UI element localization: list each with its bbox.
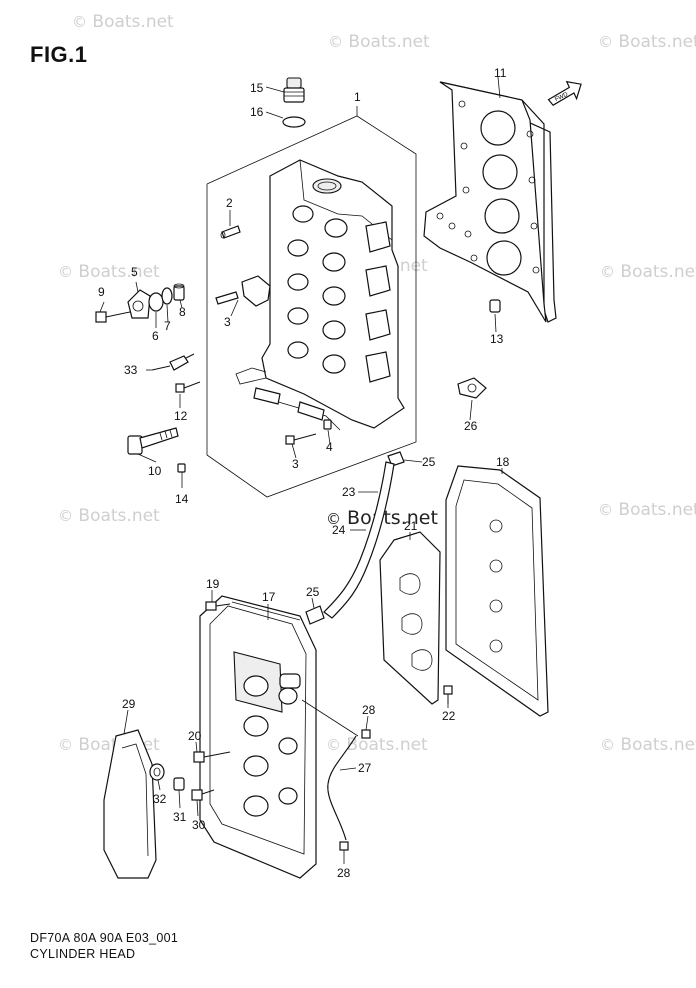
callout-33: 33 xyxy=(124,363,138,377)
bolt-12 xyxy=(175,381,201,393)
callout-20: 20 xyxy=(188,729,202,743)
diagram-title: CYLINDER HEAD xyxy=(30,947,136,961)
figure-label: FIG.1 xyxy=(30,42,88,67)
callout-6: 6 xyxy=(152,329,159,343)
thermostat-6 xyxy=(148,292,164,312)
callout-5: 5 xyxy=(131,265,138,279)
bolt-9 xyxy=(95,311,131,323)
callout-4: 4 xyxy=(326,440,333,454)
callout-15: 15 xyxy=(250,81,264,95)
callout-8: 8 xyxy=(179,305,186,319)
callout-28: 28 xyxy=(337,866,351,880)
assembly-box xyxy=(206,106,417,498)
watermark: © Boats.net xyxy=(598,500,696,520)
cover-gasket-18 xyxy=(445,465,549,717)
cylinder-head xyxy=(235,159,405,431)
plug-15 xyxy=(283,77,305,103)
callout-32: 32 xyxy=(153,792,167,806)
callout-9: 9 xyxy=(98,285,105,299)
forward-arrow-icon: FWD xyxy=(547,80,582,106)
diagram-code: DF70A 80A 90A E03_001 xyxy=(30,931,179,945)
callout-numbers: 1 2 3 3 4 5 6 7 8 9 10 11 12 13 14 15 16… xyxy=(98,66,510,880)
watermark: © Boats.net xyxy=(58,262,160,282)
collar-31 xyxy=(173,777,185,791)
callout-16: 16 xyxy=(250,105,264,119)
watermark: © Boats.net xyxy=(72,12,174,32)
side-cover-29 xyxy=(103,729,157,879)
bolt-3b xyxy=(285,433,317,445)
callout-30: 30 xyxy=(192,818,206,832)
callout-17: 17 xyxy=(262,590,276,604)
callout-21: 21 xyxy=(404,519,418,533)
bolt-19 xyxy=(205,601,231,611)
watermark: © Boats.net xyxy=(58,506,160,526)
watermark: © Boats.net xyxy=(326,735,428,755)
hose-23 xyxy=(323,461,395,619)
thermostat-cover-5 xyxy=(127,289,151,319)
callout-19: 19 xyxy=(206,577,220,591)
leader-lines xyxy=(99,76,503,864)
callout-10: 10 xyxy=(148,464,162,478)
callout-7: 7 xyxy=(164,319,171,333)
grommet-32 xyxy=(149,763,165,781)
hose-clip-26 xyxy=(457,377,487,399)
watermark: © Boats.net xyxy=(600,262,696,282)
head-cover-17 xyxy=(199,595,317,879)
watermark: © Boats.net xyxy=(328,32,430,52)
callout-22: 22 xyxy=(442,709,456,723)
head-gasket xyxy=(423,81,557,323)
watermark: © Boats.net xyxy=(600,735,696,755)
head-bolt-10 xyxy=(127,427,179,455)
dowel-14 xyxy=(177,463,186,473)
bolt-22 xyxy=(443,685,453,704)
cover-gasket-21 xyxy=(379,531,441,705)
callout-1: 1 xyxy=(354,90,361,104)
breather-pipe-27 xyxy=(327,735,357,841)
callout-28: 28 xyxy=(362,703,376,717)
callout-2: 2 xyxy=(226,196,233,210)
dowel-13 xyxy=(489,299,501,313)
callout-23: 23 xyxy=(342,485,356,499)
callout-11: 11 xyxy=(494,66,507,80)
callout-27: 27 xyxy=(358,761,372,775)
callout-3: 3 xyxy=(224,315,231,329)
callout-3: 3 xyxy=(292,457,299,471)
dowel-pin-2 xyxy=(220,225,241,239)
clamp-25b xyxy=(305,605,325,625)
bolt-28b xyxy=(339,841,349,851)
o-ring-16 xyxy=(282,116,306,128)
pin-4 xyxy=(323,419,332,430)
callout-25: 25 xyxy=(306,585,320,599)
callout-25: 25 xyxy=(422,455,436,469)
callout-24: 24 xyxy=(332,523,346,537)
gasket-7 xyxy=(161,287,173,305)
bolt-28a xyxy=(361,729,371,739)
svg-text:FWD: FWD xyxy=(554,92,570,103)
watermark: © Boats.net xyxy=(598,32,696,52)
bracket-3 xyxy=(215,275,271,307)
watermark-strong: © Boats.net xyxy=(326,507,438,529)
callout-12: 12 xyxy=(174,409,188,423)
callout-26: 26 xyxy=(464,419,478,433)
bolt-20 xyxy=(193,751,231,763)
callout-14: 14 xyxy=(175,492,189,506)
callout-29: 29 xyxy=(122,697,136,711)
callout-31: 31 xyxy=(173,810,187,824)
callout-13: 13 xyxy=(490,332,504,346)
temp-sensor-33 xyxy=(151,353,195,371)
callout-18: 18 xyxy=(496,455,510,469)
collar-8 xyxy=(173,283,185,301)
